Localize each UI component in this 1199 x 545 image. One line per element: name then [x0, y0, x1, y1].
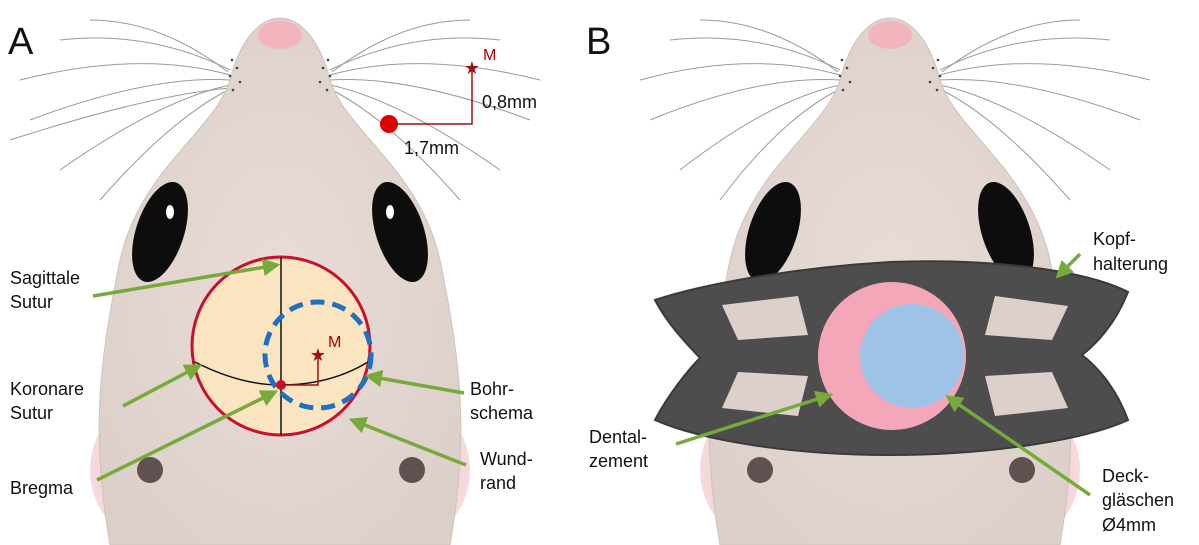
label-head-plate-1: Kopf-	[1093, 229, 1136, 249]
scale-star: ★	[464, 58, 480, 78]
target-marker-label-a: M	[328, 334, 341, 351]
label-coverslip-1: Deck-	[1102, 466, 1149, 486]
scale-lines	[389, 68, 472, 124]
scale-vertical-offset: 0,8mm	[482, 92, 537, 112]
panel-letter-a: A	[8, 21, 34, 63]
scale-marker-label: M	[483, 47, 496, 64]
label-drill-schema-1: Bohr-	[470, 379, 514, 399]
label-bregma: Bregma	[10, 478, 74, 498]
paw-mark-right-b	[1009, 457, 1035, 483]
label-head-plate-2: halterung	[1093, 254, 1168, 274]
label-wound-edge-2: rand	[480, 473, 516, 493]
label-dental-cement-1: Dental-	[589, 427, 647, 447]
label-sagittal-suture-2: Sutur	[10, 292, 53, 312]
label-dental-cement-2: zement	[589, 451, 648, 471]
panel-letter-b: B	[586, 21, 611, 63]
label-wound-edge-1: Wund-	[480, 449, 533, 469]
paw-mark-right-a	[399, 457, 425, 483]
eye-highlight-right-a	[386, 205, 394, 219]
label-coronal-suture-1: Koronare	[10, 379, 84, 399]
eye-highlight-left-a	[166, 205, 174, 219]
scale-horizontal-offset: 1,7mm	[404, 138, 459, 158]
label-coverslip-2: gläschen	[1102, 490, 1174, 510]
label-coverslip-3: Ø4mm	[1102, 515, 1156, 535]
label-drill-schema-2: schema	[470, 403, 534, 423]
nose-a	[258, 21, 302, 49]
nose-b	[868, 21, 912, 49]
label-sagittal-suture-1: Sagittale	[10, 268, 80, 288]
coverslip-disc	[860, 304, 964, 408]
head-plate	[655, 261, 1128, 455]
target-star-a: ★	[310, 345, 326, 365]
paw-mark-left-b	[747, 457, 773, 483]
label-coronal-suture-2: Sutur	[10, 403, 53, 423]
paw-mark-left-a	[137, 457, 163, 483]
